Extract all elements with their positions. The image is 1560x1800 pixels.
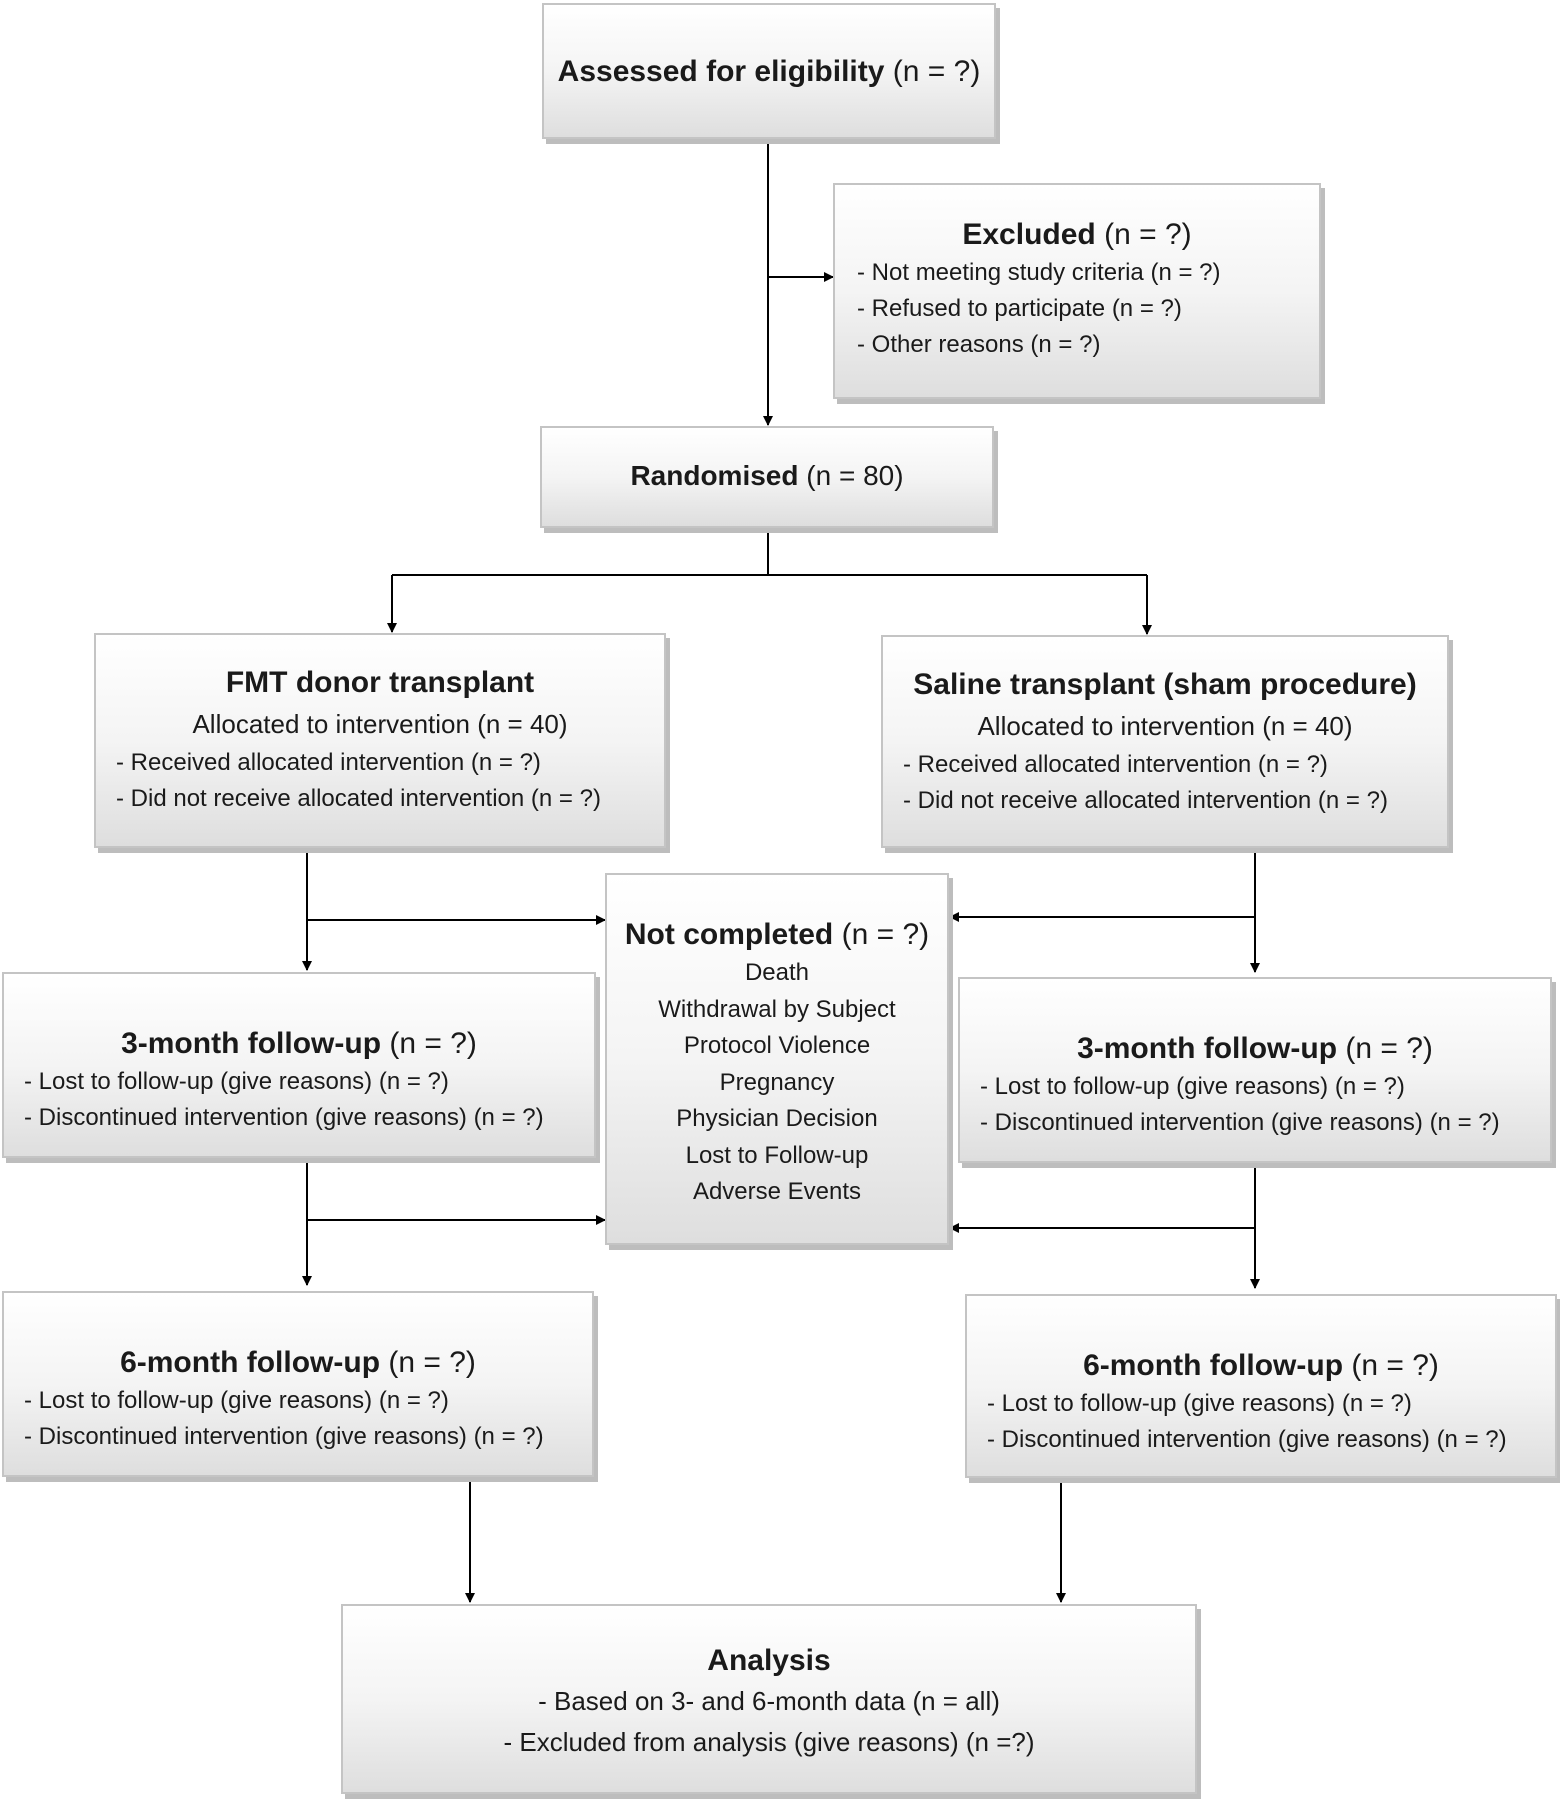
excluded-count: (n = ?) bbox=[1104, 218, 1192, 251]
right-6m-heading: 6-month follow-up (n = ?) bbox=[967, 1346, 1555, 1386]
excluded-heading: Excluded (n = ?) bbox=[835, 215, 1319, 255]
excluded-box: Excluded (n = ?) Not meeting study crite… bbox=[833, 183, 1321, 399]
saline-item: Did not receive allocated intervention (… bbox=[903, 783, 1447, 819]
left-3m-heading: 3-month follow-up (n = ?) bbox=[4, 1024, 594, 1064]
assessed-count: (n = ?) bbox=[892, 55, 981, 88]
saline-title: Saline transplant (sham procedure) bbox=[913, 668, 1417, 701]
excluded-item: Other reasons (n = ?) bbox=[857, 327, 1319, 363]
right-3m-item: Lost to follow-up (give reasons) (n = ?) bbox=[980, 1069, 1550, 1105]
left-6m-item: Lost to follow-up (give reasons) (n = ?) bbox=[24, 1383, 592, 1419]
assessed-heading: Assessed for eligibility (n = ?) bbox=[544, 52, 994, 92]
analysis-item: - Based on 3- and 6-month data (n = all) bbox=[538, 1686, 1000, 1716]
analysis-heading: Analysis bbox=[343, 1641, 1195, 1681]
not-completed-reason: Withdrawal by Subject bbox=[658, 995, 896, 1023]
analysis-item-text: Based on 3- and 6-month data (n = all) bbox=[554, 1686, 1000, 1716]
not-completed-heading: Not completed (n = ?) bbox=[607, 915, 947, 955]
fmt-box: FMT donor transplant Allocated to interv… bbox=[94, 633, 666, 848]
fmt-title: FMT donor transplant bbox=[225, 666, 535, 699]
randomised-box: Randomised (n = 80) bbox=[540, 426, 994, 528]
right-3m-count: (n = ?) bbox=[1345, 1032, 1433, 1065]
left-3m-item: Lost to follow-up (give reasons) (n = ?) bbox=[24, 1064, 594, 1100]
right-6m-item: Discontinued intervention (give reasons)… bbox=[987, 1422, 1555, 1458]
left-3m-count: (n = ?) bbox=[389, 1027, 477, 1060]
analysis-box: Analysis - Based on 3- and 6-month data … bbox=[341, 1604, 1197, 1794]
analysis-item-text: Excluded from analysis (give reasons) (n… bbox=[519, 1727, 1035, 1757]
fmt-item: Received allocated intervention (n = ?) bbox=[116, 745, 664, 781]
right-6m-list: Lost to follow-up (give reasons) (n = ?)… bbox=[987, 1386, 1555, 1458]
right-3m-title: 3-month follow-up bbox=[1077, 1032, 1338, 1065]
assessed-title: Assessed for eligibility bbox=[557, 55, 885, 88]
left-6m-box: 6-month follow-up (n = ?) Lost to follow… bbox=[2, 1291, 594, 1477]
fmt-list: Received allocated intervention (n = ?) … bbox=[116, 745, 664, 817]
left-3m-title: 3-month follow-up bbox=[121, 1027, 382, 1060]
excluded-list: Not meeting study criteria (n = ?) Refus… bbox=[857, 255, 1319, 363]
not-completed-reason: Protocol Violence bbox=[683, 1032, 871, 1059]
fmt-title-row: FMT donor transplant bbox=[96, 663, 664, 703]
randomised-count: (n = 80) bbox=[806, 460, 904, 491]
right-6m-item: Lost to follow-up (give reasons) (n = ?) bbox=[987, 1386, 1555, 1422]
excluded-item: Not meeting study criteria (n = ?) bbox=[857, 255, 1319, 291]
saline-item: Received allocated intervention (n = ?) bbox=[903, 747, 1447, 783]
excluded-item: Refused to participate (n = ?) bbox=[857, 291, 1319, 327]
analysis-title: Analysis bbox=[707, 1644, 831, 1677]
left-6m-heading: 6-month follow-up (n = ?) bbox=[4, 1343, 592, 1383]
right-3m-list: Lost to follow-up (give reasons) (n = ?)… bbox=[980, 1069, 1550, 1141]
left-6m-title: 6-month follow-up bbox=[120, 1346, 381, 1379]
not-completed-box: Not completed (n = ?) Death Withdrawal b… bbox=[605, 873, 949, 1245]
not-completed-list: Death Withdrawal by Subject Protocol Vio… bbox=[607, 955, 947, 1211]
left-6m-item: Discontinued intervention (give reasons)… bbox=[24, 1419, 592, 1455]
left-6m-count: (n = ?) bbox=[388, 1346, 476, 1379]
left-6m-list: Lost to follow-up (give reasons) (n = ?)… bbox=[24, 1383, 592, 1455]
randomised-heading: Randomised (n = 80) bbox=[542, 456, 992, 496]
not-completed-reason: Lost to Follow-up bbox=[685, 1141, 869, 1169]
analysis-item: - Excluded from analysis (give reasons) … bbox=[503, 1727, 1035, 1757]
right-3m-item: Discontinued intervention (give reasons)… bbox=[980, 1105, 1550, 1141]
left-3m-box: 3-month follow-up (n = ?) Lost to follow… bbox=[2, 972, 596, 1158]
right-3m-box: 3-month follow-up (n = ?) Lost to follow… bbox=[958, 977, 1552, 1163]
fmt-allocated: Allocated to intervention (n = 40) bbox=[192, 709, 568, 739]
not-completed-reason: Physician Decision bbox=[676, 1105, 878, 1132]
saline-title-row: Saline transplant (sham procedure) bbox=[883, 665, 1447, 705]
not-completed-reason: Death bbox=[744, 959, 810, 986]
right-6m-title: 6-month follow-up bbox=[1083, 1349, 1344, 1382]
not-completed-reason: Adverse Events bbox=[692, 1178, 862, 1205]
assessed-box: Assessed for eligibility (n = ?) bbox=[542, 3, 996, 139]
right-6m-box: 6-month follow-up (n = ?) Lost to follow… bbox=[965, 1294, 1557, 1478]
right-3m-heading: 3-month follow-up (n = ?) bbox=[960, 1029, 1550, 1069]
fmt-item: Did not receive allocated intervention (… bbox=[116, 781, 664, 817]
right-6m-count: (n = ?) bbox=[1351, 1349, 1439, 1382]
not-completed-title: Not completed bbox=[624, 918, 834, 951]
randomised-title: Randomised bbox=[630, 460, 799, 491]
not-completed-count: (n = ?) bbox=[841, 918, 930, 951]
left-3m-list: Lost to follow-up (give reasons) (n = ?)… bbox=[24, 1064, 594, 1136]
not-completed-reason: Pregnancy bbox=[719, 1068, 835, 1096]
left-3m-item: Discontinued intervention (give reasons)… bbox=[24, 1100, 594, 1136]
saline-list: Received allocated intervention (n = ?) … bbox=[903, 747, 1447, 819]
saline-allocated: Allocated to intervention (n = 40) bbox=[977, 711, 1353, 741]
saline-box: Saline transplant (sham procedure) Alloc… bbox=[881, 635, 1449, 848]
excluded-title: Excluded bbox=[962, 218, 1096, 251]
